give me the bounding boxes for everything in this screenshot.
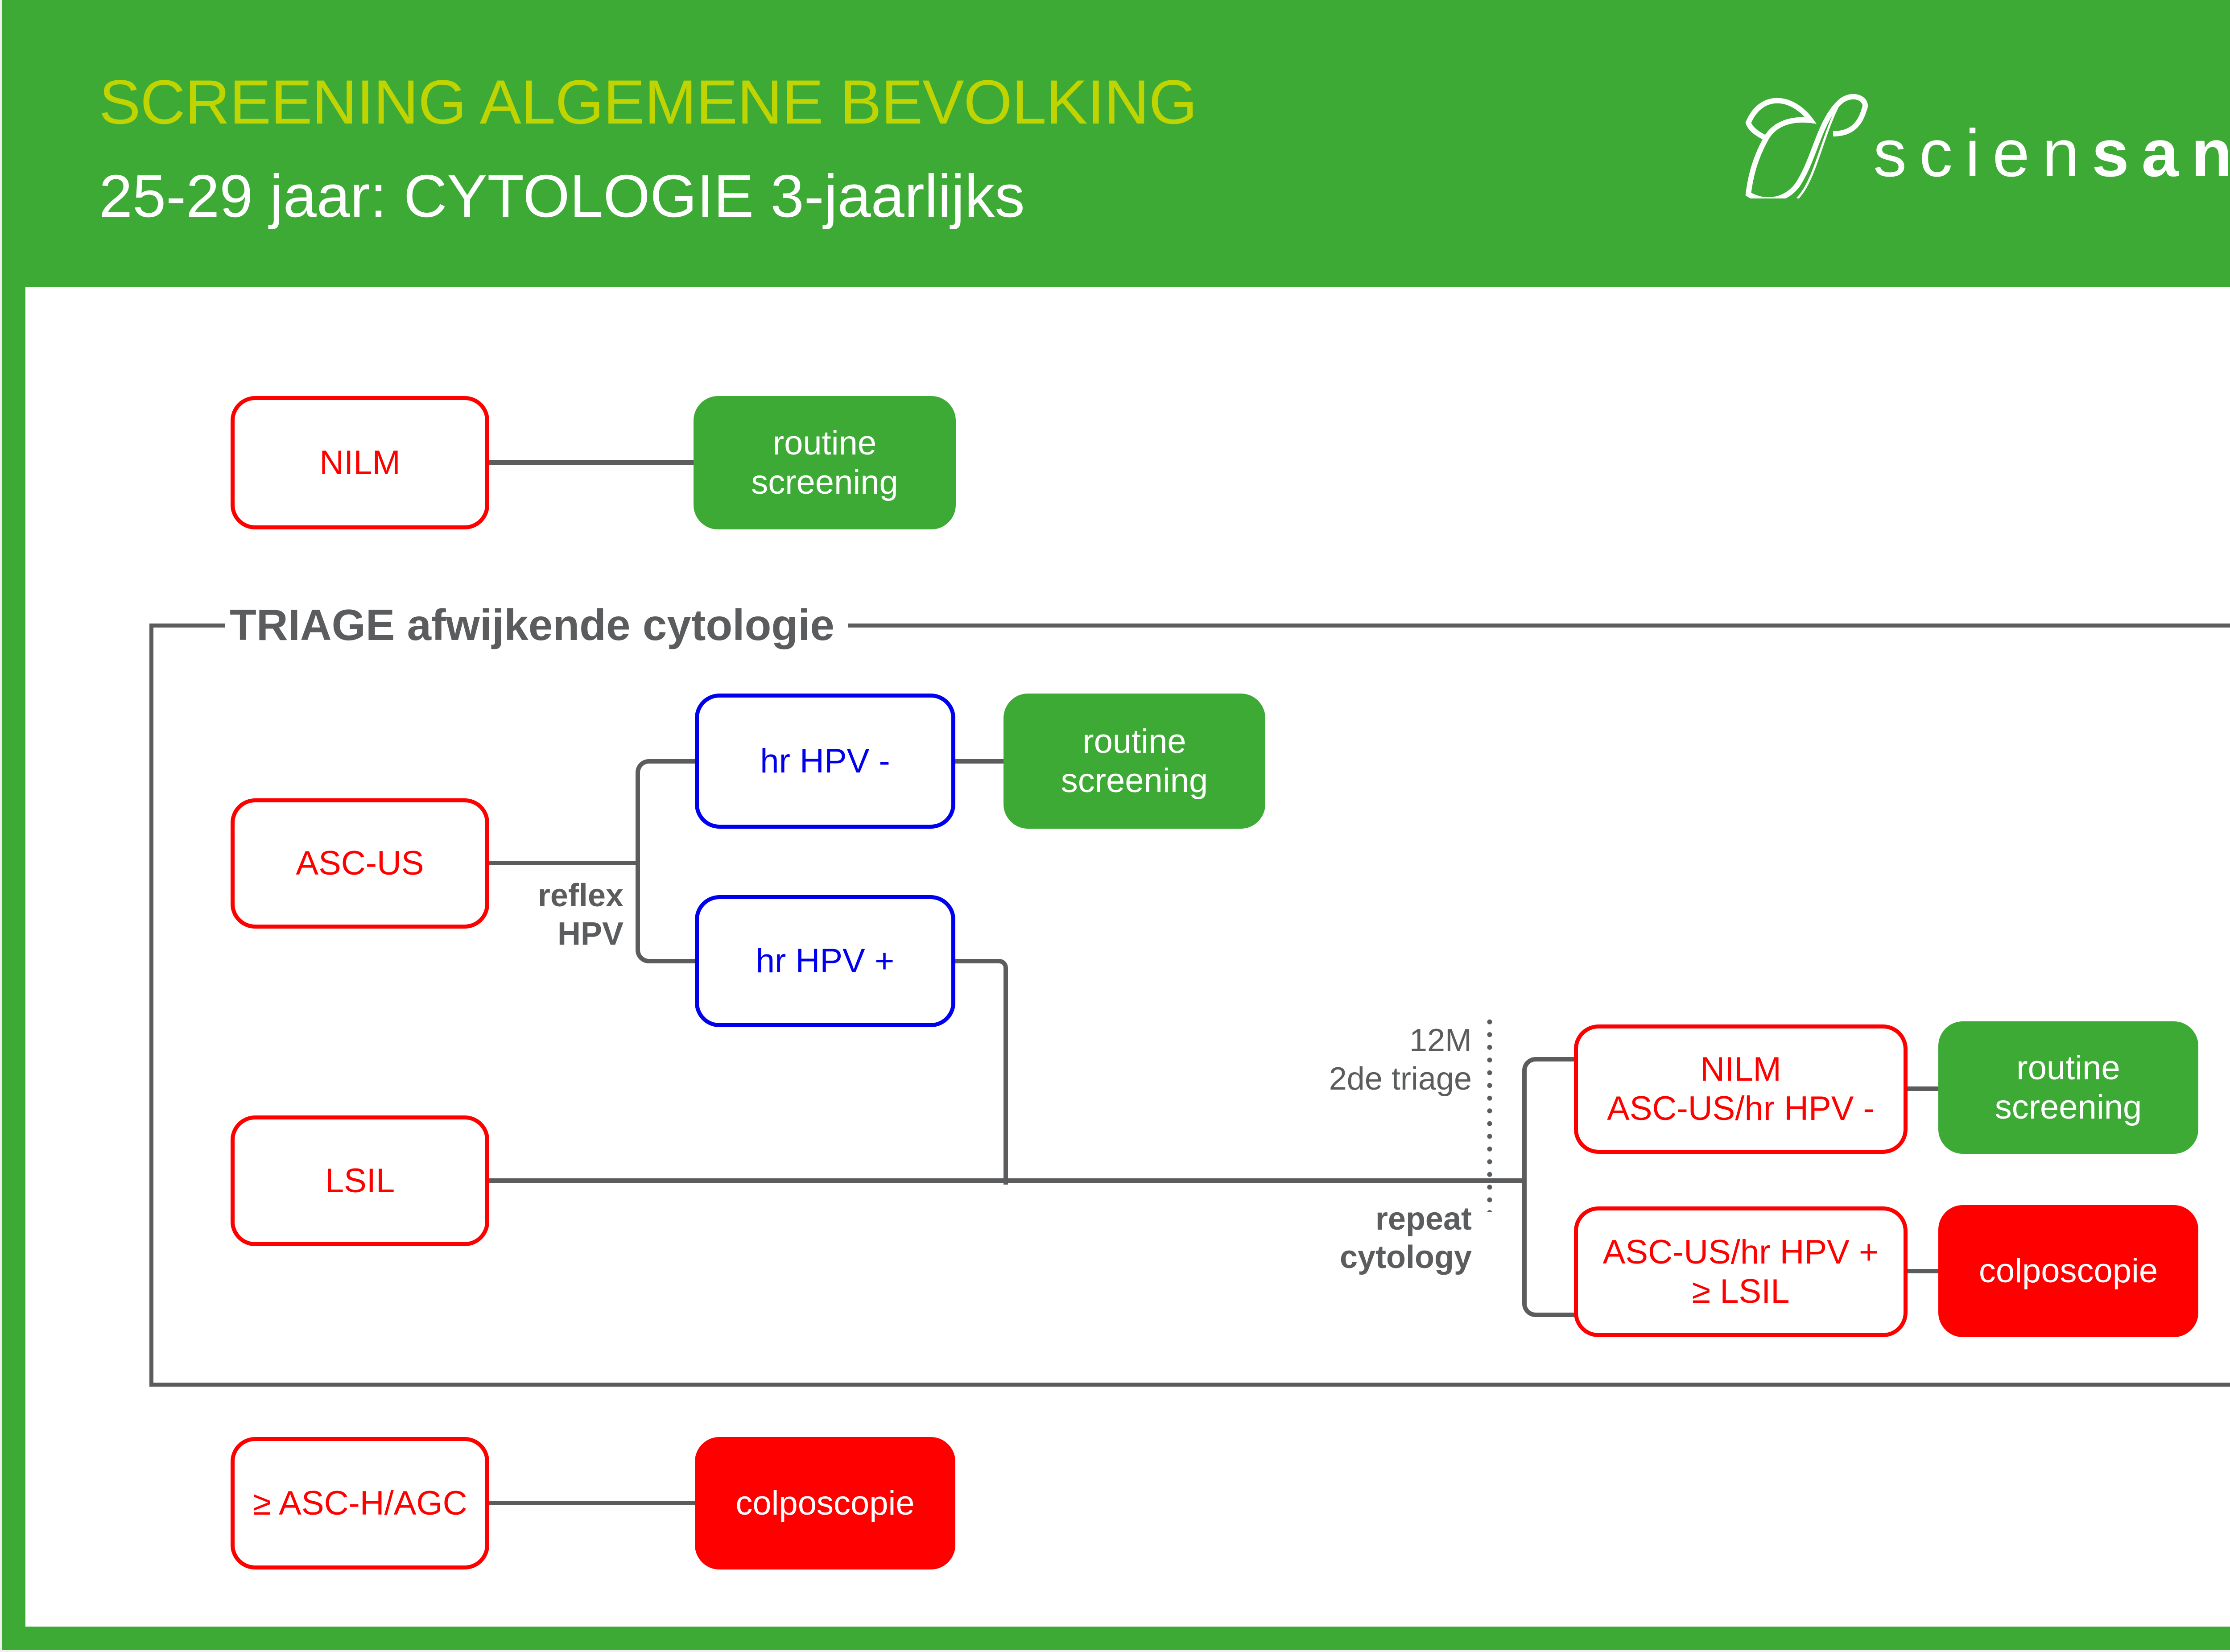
logo-wordmark: sciensano bbox=[1873, 115, 2230, 192]
triage-frame-top bbox=[149, 624, 2230, 628]
logo-text-light: scien bbox=[1873, 116, 2092, 190]
triage-frame-bottom bbox=[149, 1383, 2230, 1387]
node-colposcopie-1-label: colposcopie bbox=[1978, 1252, 2158, 1290]
sciensano-leaf-icon bbox=[1745, 94, 1868, 198]
connector-asc-h bbox=[489, 1501, 695, 1505]
node-second-triage-positive: ASC-US/hr HPV +≥ LSIL bbox=[1574, 1206, 1908, 1337]
connector-asc-us bbox=[489, 861, 639, 865]
node-asc-us-label: ASC-US bbox=[296, 844, 424, 882]
node-asc-us: ASC-US bbox=[231, 798, 489, 929]
connector-hpv-neg bbox=[955, 759, 1004, 764]
logo-text-bold: sano bbox=[2092, 116, 2230, 190]
node-nilm: NILM bbox=[231, 396, 489, 529]
node-second-triage-positive-label: ASC-US/hr HPV +≥ LSIL bbox=[1602, 1233, 1879, 1310]
connector-lsil bbox=[489, 1178, 1526, 1183]
node-hr-hpv-negative-label: hr HPV - bbox=[760, 742, 890, 780]
node-hr-hpv-positive: hr HPV + bbox=[695, 895, 955, 1027]
second-triage-divider bbox=[1487, 1016, 1492, 1212]
node-hr-hpv-positive-label: hr HPV + bbox=[756, 942, 895, 980]
node-colposcopie-1: colposcopie bbox=[1938, 1205, 2198, 1337]
node-asc-h-agc: ≥ ASC-H/AGC bbox=[231, 1437, 489, 1569]
node-lsil: LSIL bbox=[231, 1115, 489, 1246]
connector-hpv-pos bbox=[952, 959, 1008, 1185]
node-colposcopie-2-label: colposcopie bbox=[735, 1484, 915, 1522]
node-asc-h-agc-label: ≥ ASC-H/AGC bbox=[252, 1484, 467, 1522]
connector-positive-outcome bbox=[1908, 1269, 1940, 1273]
triage-heading: TRIAGE afwijkende cytologie bbox=[225, 600, 848, 650]
node-nilm-label: NILM bbox=[319, 443, 401, 482]
connector-negative-outcome bbox=[1908, 1086, 1940, 1091]
page-subtitle: 25-29 jaar: CYTOLOGIE 3-jaarlijks bbox=[99, 162, 1025, 230]
connector-nilm bbox=[489, 460, 694, 465]
triage-frame-left bbox=[149, 624, 153, 1387]
reflex-hpv-bracket bbox=[636, 759, 698, 963]
sciensano-logo: sciensano bbox=[1744, 91, 2230, 198]
page-title: SCREENING ALGEMENE BEVOLKING bbox=[99, 67, 1198, 137]
second-triage-bracket bbox=[1522, 1057, 1578, 1181]
node-hr-hpv-negative: hr HPV - bbox=[695, 694, 955, 829]
second-triage-bracket-lower-vis bbox=[1522, 1181, 1578, 1317]
node-lsil-label: LSIL bbox=[325, 1161, 395, 1200]
node-colposcopie-2: colposcopie bbox=[695, 1437, 955, 1569]
